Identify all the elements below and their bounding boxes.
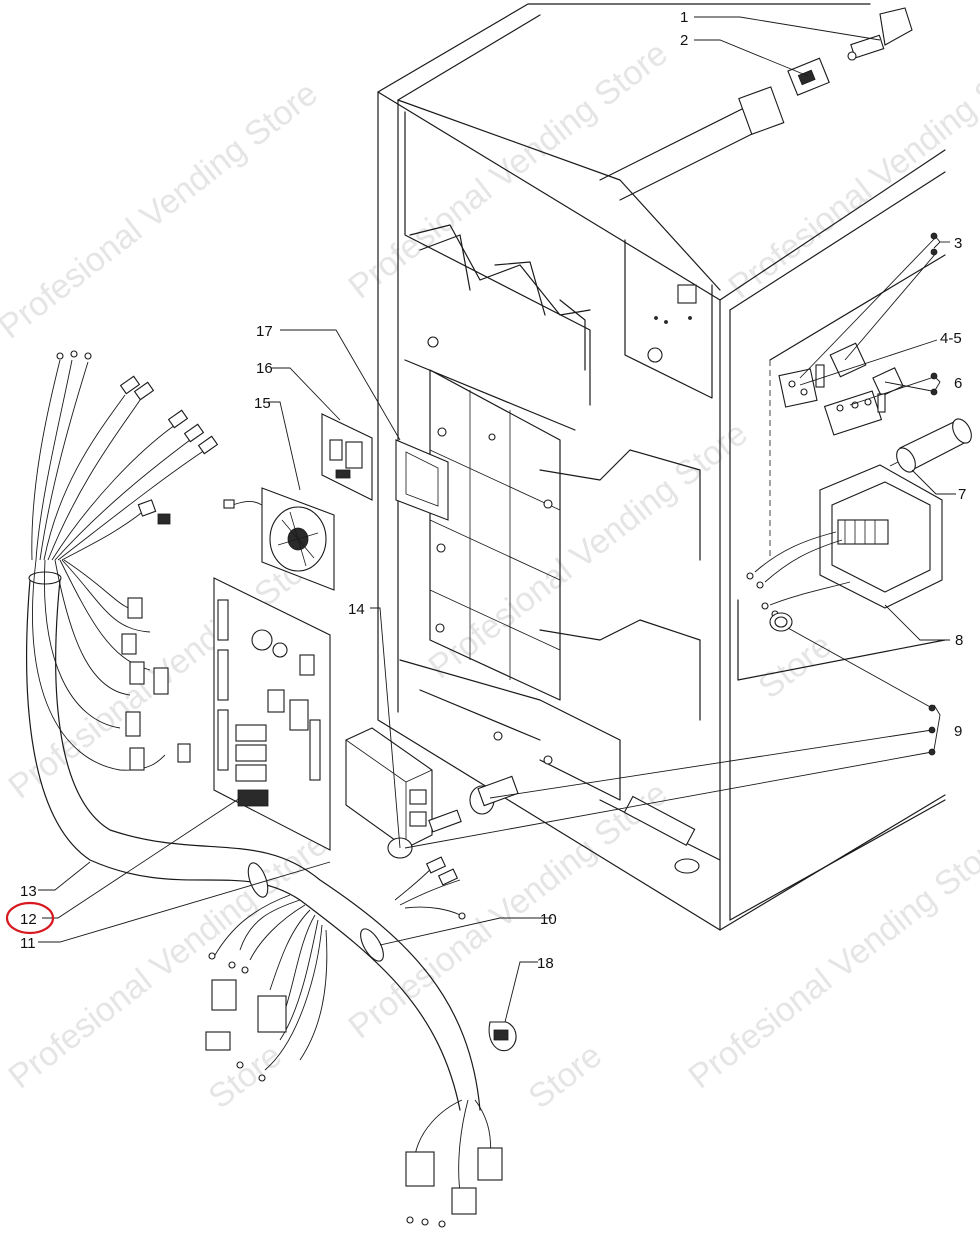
callout-16: 16 [256,360,273,377]
capacitor-part-7 [889,418,972,473]
key-part-1 [847,7,913,61]
callout-4-5: 4-5 [940,330,962,347]
nut-part-9 [769,612,793,632]
bracket-dots [928,232,938,756]
watermark-fragment-3: Store [752,626,839,706]
leader-lines [38,16,956,1023]
clip-part-18 [488,1021,517,1052]
small-board-part-16 [321,413,373,501]
wiring-harness [26,350,503,1228]
callout-3: 3 [954,235,962,252]
watermark-6: Profesional Vending Store [2,824,335,1096]
callout-1: 1 [680,9,688,26]
gasket-part-17 [395,439,449,521]
callout-12: 12 [20,911,37,928]
callout-13: 13 [20,883,37,900]
watermark-fragment-2: Store [522,1036,609,1116]
watermark-1: Profesional Vending Store [0,74,325,346]
callout-7: 7 [958,486,966,503]
callout-10: 10 [540,911,557,928]
fan-part-15 [223,487,335,591]
lock-part-2 [787,57,830,96]
highlight-circle [5,901,55,935]
main-control-board [213,577,331,851]
callout-2: 2 [680,32,688,49]
transformer-part-8 [746,464,943,618]
fuse-holder-part-14 [345,727,519,859]
watermark-5: Profesional Vending Store [422,414,755,686]
callout-14: 14 [348,601,365,618]
right-inset-panel [737,254,946,681]
watermark-3: Profesional Vending Store [722,34,980,306]
callout-9: 9 [954,723,962,740]
cabinet-body [377,3,946,931]
callout-8: 8 [955,632,963,649]
callout-18: 18 [537,955,554,972]
callout-11: 11 [20,935,36,952]
callout-17: 17 [256,323,273,340]
watermark-8: Profesional Vending Store [682,824,980,1096]
callout-6: 6 [954,375,962,392]
callout-15: 15 [254,395,271,412]
callout-labels: 1 2 3 4-5 6 7 8 9 10 11 12 13 14 15 16 1… [20,9,966,972]
terminal-blocks [778,342,904,436]
